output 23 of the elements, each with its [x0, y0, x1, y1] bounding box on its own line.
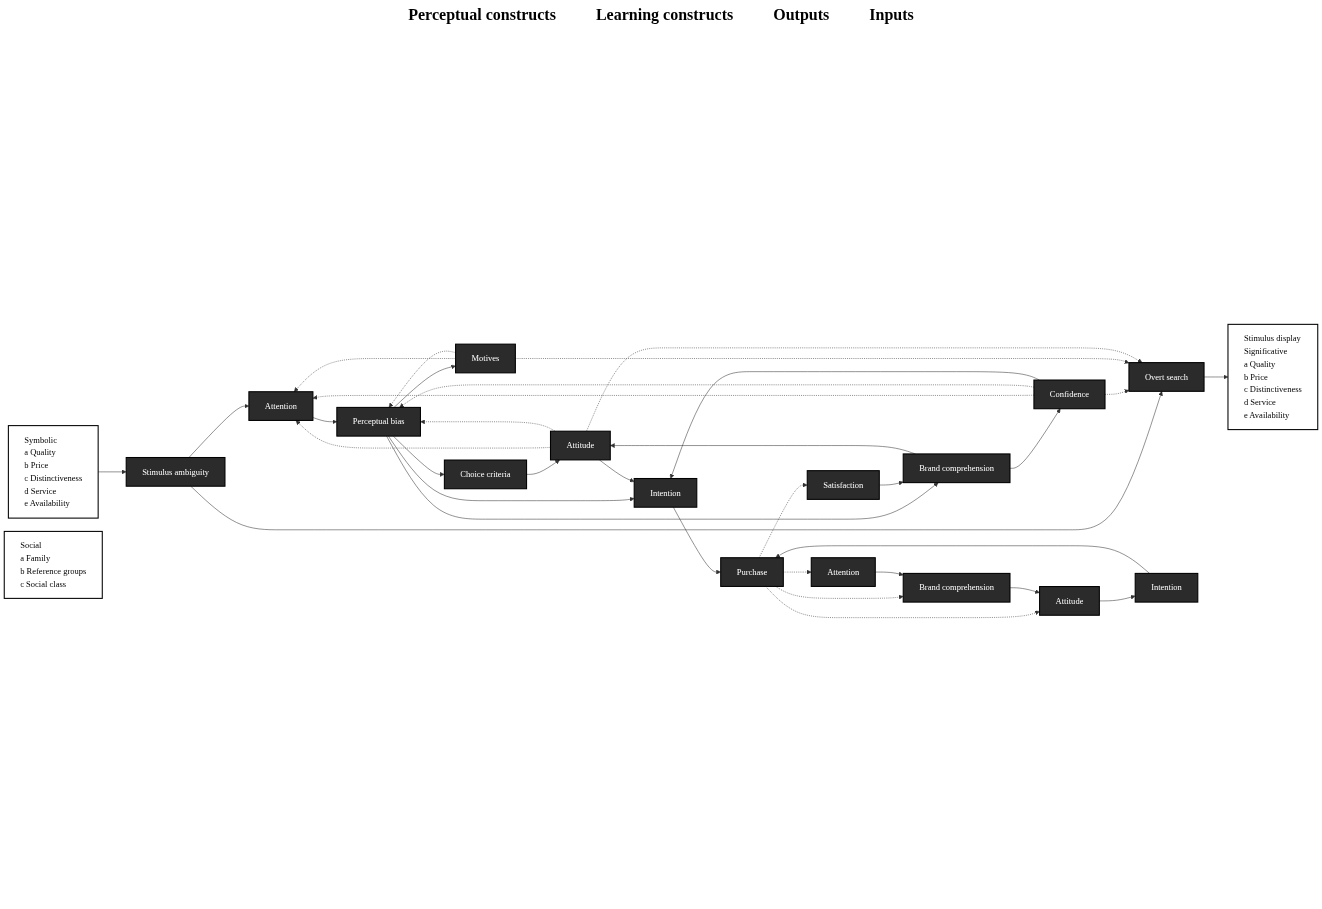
node-box: Intention — [633, 478, 698, 508]
node-box: Attention — [248, 391, 314, 421]
node-box: Perceptual bias — [336, 406, 421, 437]
node-box: Brand comprehension — [902, 572, 1011, 603]
column-heading: Outputs — [773, 6, 830, 26]
node-box: Social a Family b Reference groups c Social class — [3, 530, 103, 599]
node-box: Intention — [1134, 572, 1199, 603]
node-box: Confidence — [1033, 379, 1106, 410]
node-box: Motives — [455, 343, 516, 374]
node-box: Symbolic a Quality b Price c Distinctiveness d Service e Availability — [7, 425, 99, 519]
node-box: Stimulus ambiguity — [125, 457, 226, 487]
node-box: Brand comprehension — [902, 453, 1011, 484]
node-box: Choice criteria — [443, 459, 528, 490]
column-heading: Inputs — [869, 6, 914, 26]
node-box: Attitude — [1039, 586, 1100, 616]
node-box: Stimulus display Significative a Quality b Price c Distinctiveness d Service e Availability — [1227, 323, 1319, 431]
node-box: Purchase — [720, 557, 784, 587]
column-heading: Perceptual constructs — [408, 6, 556, 26]
node-box: Attention — [810, 557, 876, 587]
node-box: Satisfaction — [806, 470, 880, 500]
column-heading: Learning constructs — [595, 6, 734, 26]
node-box: Attitude — [549, 430, 611, 461]
node-box: Overt search — [1128, 362, 1205, 392]
